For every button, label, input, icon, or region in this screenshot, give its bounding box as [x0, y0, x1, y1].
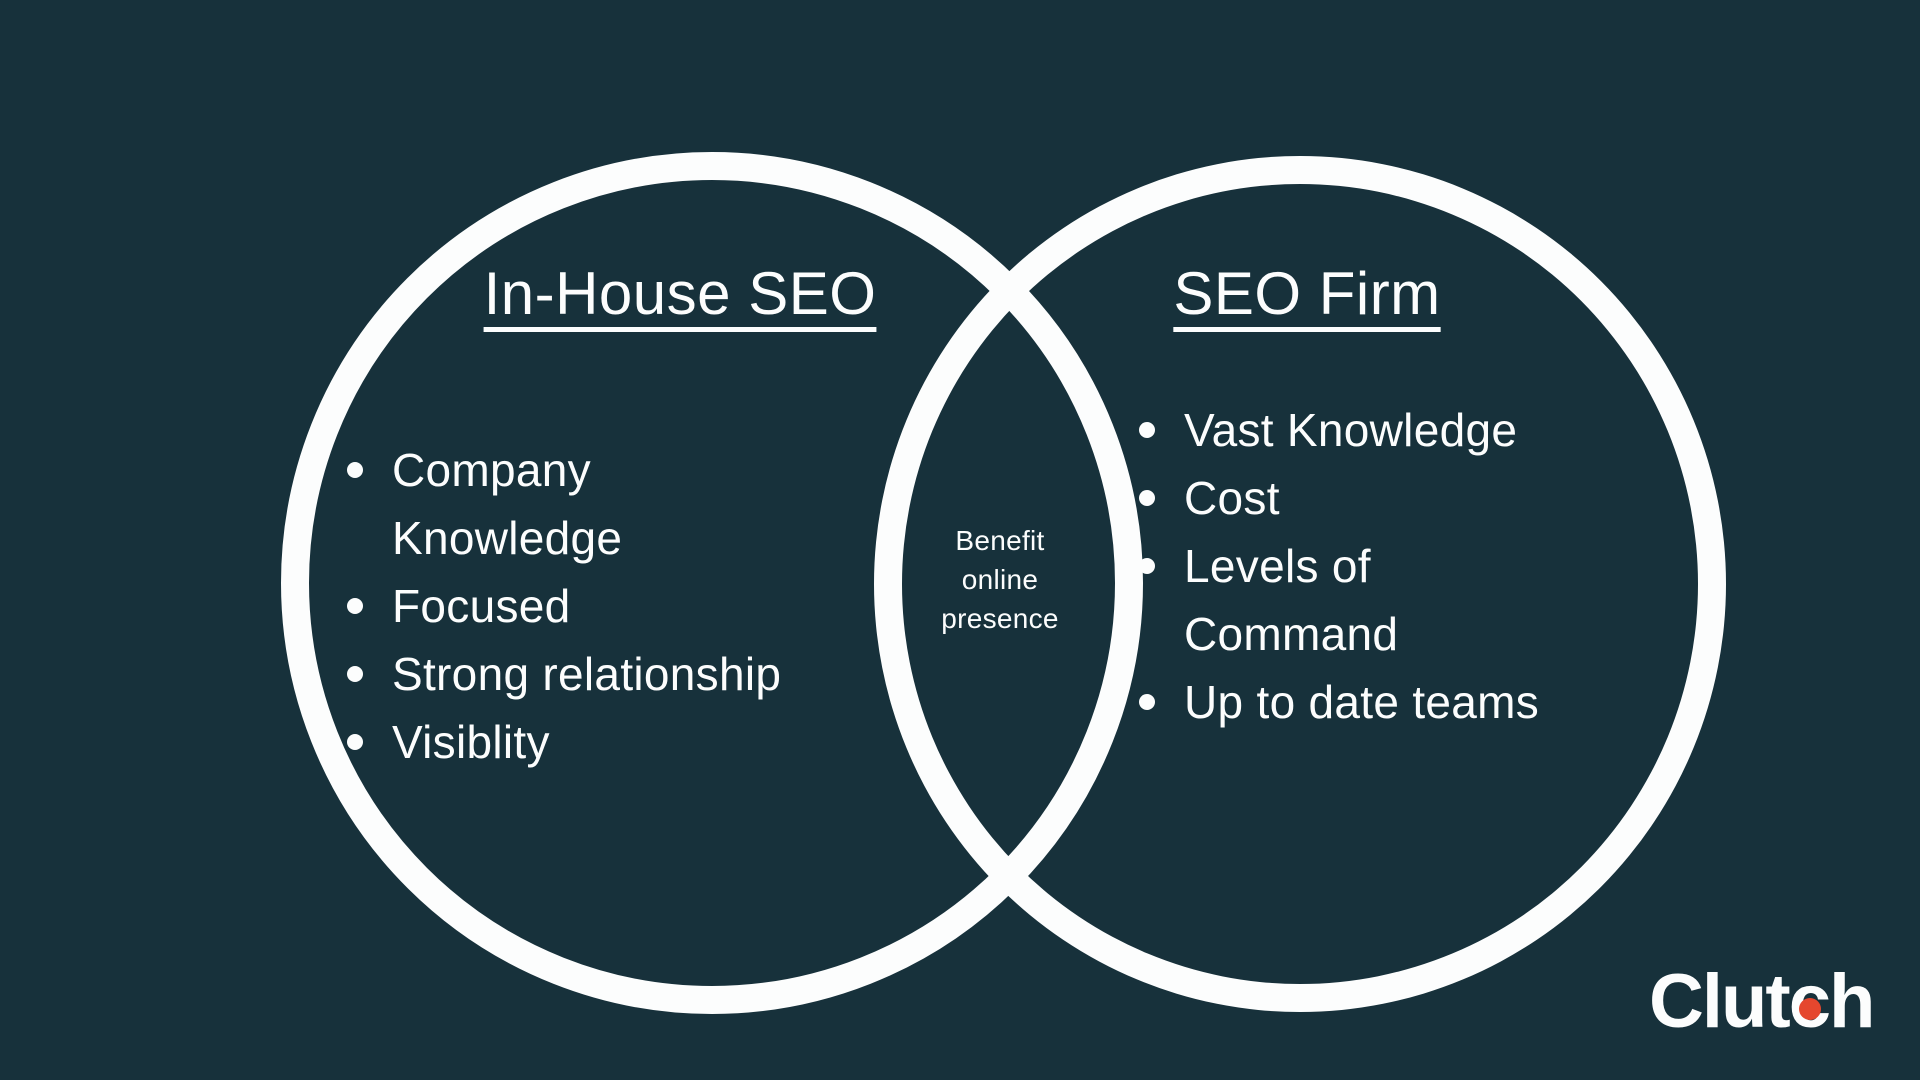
- logo-letter-c: c: [1789, 964, 1831, 1040]
- overlap-label: Benefit online presence: [941, 525, 1059, 634]
- list-item-text: Focused: [392, 580, 571, 632]
- list-item: Levels of Command: [1139, 532, 1699, 668]
- bullet-icon: [347, 598, 363, 614]
- logo-text-end: h: [1829, 959, 1875, 1044]
- list-item-text: Visiblity: [392, 716, 550, 768]
- list-item: Strong relationship: [347, 640, 907, 708]
- list-item-text: Strong relationship: [392, 648, 782, 700]
- bullet-icon: [1139, 422, 1155, 438]
- list-item-text: Up to date teams: [1184, 676, 1540, 728]
- bullet-icon: [347, 734, 363, 750]
- logo-red-dot-icon: [1798, 998, 1821, 1020]
- bullet-icon: [1139, 558, 1155, 574]
- list-item-text: Vast Knowledge: [1184, 404, 1518, 456]
- clutch-logo: Clutch: [1649, 964, 1875, 1040]
- list-item-text: Company Knowledge: [392, 444, 623, 564]
- left-circle-title: In-House SEO: [483, 260, 877, 327]
- list-item: Vast Knowledge: [1139, 396, 1699, 464]
- bullet-icon: [347, 462, 363, 478]
- list-item-text: Levels of Command: [1184, 540, 1399, 660]
- bullet-icon: [1139, 694, 1155, 710]
- list-item-text: Cost: [1184, 472, 1280, 524]
- list-item: Focused: [347, 572, 907, 640]
- list-item: Company Knowledge: [347, 436, 907, 572]
- list-item: Cost: [1139, 464, 1699, 532]
- list-item: Up to date teams: [1139, 668, 1699, 736]
- list-item: Visiblity: [347, 708, 907, 776]
- bullet-icon: [1139, 490, 1155, 506]
- right-circle-title: SEO Firm: [1173, 260, 1441, 327]
- logo-text-start: Clut: [1649, 959, 1791, 1044]
- bullet-icon: [347, 666, 363, 682]
